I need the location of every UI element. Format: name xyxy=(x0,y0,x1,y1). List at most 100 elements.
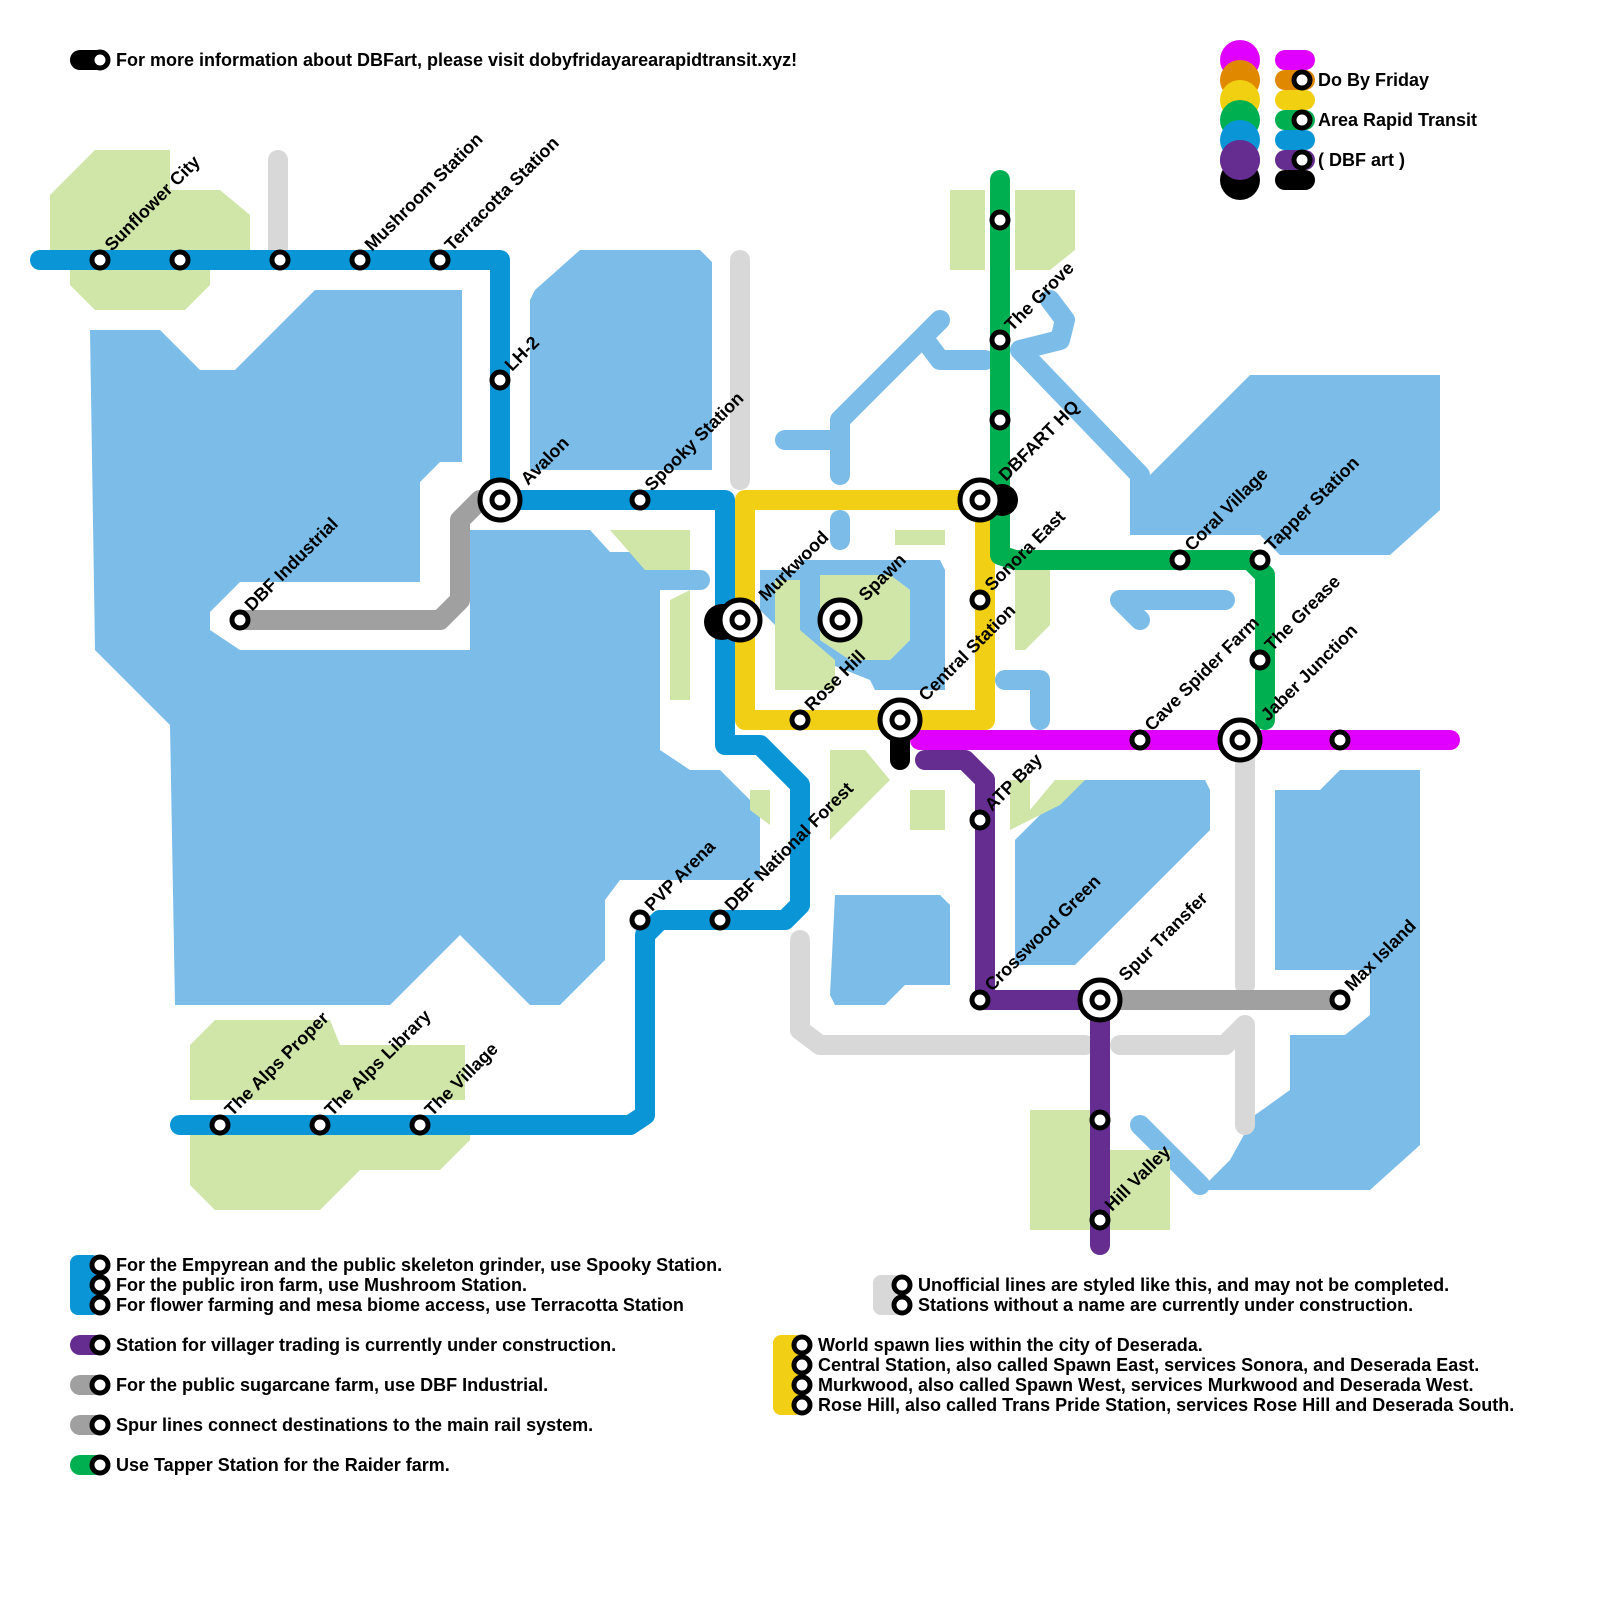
land-spooky-south xyxy=(610,530,690,570)
land-hill-valley-w xyxy=(1030,1110,1090,1230)
station-coral-village[interactable] xyxy=(1169,549,1191,571)
land-grove-east xyxy=(1015,190,1075,270)
note-station-icon xyxy=(89,1334,111,1356)
canal-nw xyxy=(775,310,995,485)
water-canals xyxy=(630,290,1235,1195)
water-west-lake xyxy=(90,290,760,1005)
legend: Do By Friday Area Rapid Transit ( DBF ar… xyxy=(1220,40,1477,200)
water-east-bay xyxy=(1130,375,1440,555)
legend-label-do-by-friday: Do By Friday xyxy=(1318,70,1429,90)
notes-icons xyxy=(70,1254,913,1476)
station-lh2[interactable] xyxy=(489,369,511,391)
station-central[interactable] xyxy=(877,697,923,743)
land-spawn-north xyxy=(895,530,945,545)
station-sonora-east[interactable] xyxy=(969,589,991,611)
station-atp-bay[interactable] xyxy=(969,809,991,831)
land-nat-forest-sq xyxy=(910,790,945,830)
station-spawn[interactable] xyxy=(817,597,863,643)
station-unnamed-green-1[interactable] xyxy=(989,209,1011,231)
land-west-strip xyxy=(670,590,690,700)
station-hill-valley[interactable] xyxy=(1089,1209,1111,1231)
station-spooky[interactable] xyxy=(629,489,651,511)
note-yellow-2: Central Station, also called Spawn East,… xyxy=(818,1355,1480,1375)
station-sunflower-city[interactable] xyxy=(89,249,111,271)
land-pvp xyxy=(750,790,770,825)
legend-label-area-rapid-transit: Area Rapid Transit xyxy=(1318,110,1477,130)
station-dbfart-hq[interactable] xyxy=(957,477,1003,523)
station-terracotta[interactable] xyxy=(429,249,451,271)
legend-dot-purple-top xyxy=(1220,140,1260,180)
line-yellow-loop xyxy=(735,490,995,730)
note-station-icon xyxy=(89,1374,111,1396)
note-station-icon xyxy=(89,1254,111,1276)
water-crosswood-lake xyxy=(1015,780,1210,965)
station-cave-spider-farm[interactable] xyxy=(1129,729,1151,751)
unofficial-south-loop xyxy=(790,930,1095,1055)
note-station-icon xyxy=(791,1354,813,1376)
station-dbf-industrial[interactable] xyxy=(229,609,251,631)
station-tapper[interactable] xyxy=(1249,549,1271,571)
land-murkwood-park xyxy=(775,580,835,690)
station-alps-library[interactable] xyxy=(309,1114,331,1136)
station-unnamed-blue-2[interactable] xyxy=(269,249,291,271)
station-crosswood-green[interactable] xyxy=(969,989,991,1011)
land-sunflower-south xyxy=(70,270,210,310)
note-gray-industrial: For the public sugarcane farm, use DBF I… xyxy=(116,1375,549,1395)
station-mushroom[interactable] xyxy=(349,249,371,271)
water-north-bay xyxy=(530,250,712,470)
note-station-icon xyxy=(891,1294,913,1316)
legend-station-icon xyxy=(1291,149,1313,171)
station-spur-transfer[interactable] xyxy=(1077,977,1123,1023)
station-unnamed-purple[interactable] xyxy=(1089,1109,1111,1131)
station-unnamed-magenta[interactable] xyxy=(1329,729,1351,751)
station-the-grove[interactable] xyxy=(989,329,1011,351)
land-grove-west xyxy=(950,190,985,270)
note-yellow-1: World spawn lies within the city of Dese… xyxy=(818,1335,1203,1355)
note-gray-spur: Spur lines connect destinations to the m… xyxy=(116,1415,594,1435)
station-murkwood[interactable] xyxy=(717,597,763,643)
legend-station-icon xyxy=(1291,69,1313,91)
station-unnamed-green-2[interactable] xyxy=(989,409,1011,431)
note-blue-3: For flower farming and mesa biome access… xyxy=(116,1295,684,1315)
legend-label-dbf-art: ( DBF art ) xyxy=(1318,150,1405,170)
note-station-icon xyxy=(89,1294,111,1316)
station-the-grease[interactable] xyxy=(1249,649,1271,671)
note-blue-2: For the public iron farm, use Mushroom S… xyxy=(116,1275,528,1295)
info-text[interactable]: For more information about DBFart, pleas… xyxy=(116,50,797,70)
note-blue-1: For the Empyrean and the public skeleton… xyxy=(116,1255,723,1275)
interchange-stations xyxy=(477,477,1263,1023)
unofficial-east-loop xyxy=(1110,740,1255,1135)
note-station-icon xyxy=(791,1334,813,1356)
station-avalon[interactable] xyxy=(477,477,523,523)
canal-grove xyxy=(1010,290,1150,485)
land-atp xyxy=(1010,780,1085,830)
land-alps xyxy=(190,1020,465,1100)
land-sonora-east xyxy=(1015,570,1050,650)
note-unofficial-1: Unofficial lines are styled like this, a… xyxy=(918,1275,1450,1295)
info-station-icon xyxy=(89,49,111,71)
note-station-icon xyxy=(791,1394,813,1416)
station-the-village[interactable] xyxy=(409,1114,431,1136)
station-rose-hill[interactable] xyxy=(789,709,811,731)
water-max-island-sea xyxy=(1200,770,1420,1190)
note-station-icon xyxy=(89,1274,111,1296)
label-cave-spider-farm: Cave Spider Farm xyxy=(1141,612,1263,734)
info-note: For more information about DBFart, pleas… xyxy=(70,49,797,71)
land-alps-south xyxy=(190,1130,470,1210)
station-pvp-arena[interactable] xyxy=(629,909,651,931)
note-station-icon xyxy=(891,1274,913,1296)
note-yellow-3: Murkwood, also called Spawn West, servic… xyxy=(818,1375,1474,1395)
line-purple xyxy=(915,750,1110,1255)
water-south-pond xyxy=(830,895,950,1005)
station-unnamed-blue-1[interactable] xyxy=(169,249,191,271)
station-jaber-junction[interactable] xyxy=(1217,717,1263,763)
station-max-island[interactable] xyxy=(1329,989,1351,1011)
station-alps-proper[interactable] xyxy=(209,1114,231,1136)
water-spawn-moat xyxy=(760,560,945,690)
note-purple: Station for villager trading is currentl… xyxy=(116,1335,617,1355)
note-unofficial-2: Stations without a name are currently un… xyxy=(918,1295,1414,1315)
canal-central-east xyxy=(995,670,1050,730)
station-dbf-national-forest[interactable] xyxy=(709,909,731,931)
note-station-icon xyxy=(89,1454,111,1476)
